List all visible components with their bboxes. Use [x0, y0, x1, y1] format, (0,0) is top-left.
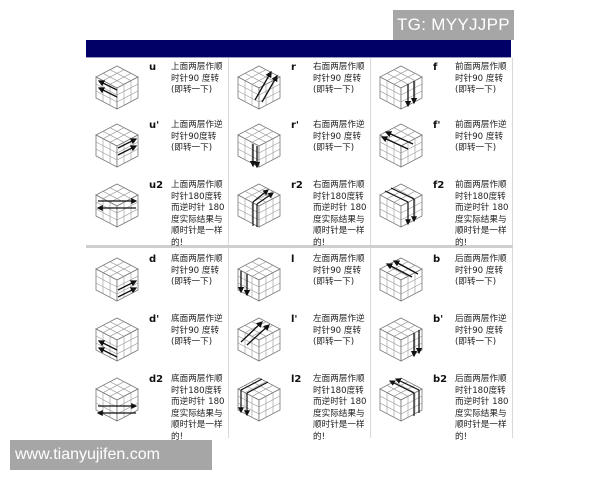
- cube-r-icon: [236, 64, 282, 110]
- cube-l2-icon: [236, 376, 282, 422]
- move-label: l': [291, 314, 298, 325]
- column-divider: [228, 58, 229, 438]
- move-description: 前面两层作顺时针180度转而逆时针 180度实际结果与顺时针是一样的!: [455, 180, 509, 248]
- cube-f2-icon: [378, 182, 424, 228]
- move-description: 右面两层作逆时针90 度转(即转一下): [313, 120, 365, 153]
- move-label: u: [149, 62, 157, 73]
- move-label: b: [433, 254, 441, 265]
- move-description: 上面两层作顺时针180度转而逆时针 180度实际结果与顺时针是一样的!: [171, 180, 225, 248]
- cube-d-prime-icon: [94, 316, 140, 362]
- move-label: b': [433, 314, 444, 325]
- move-description: 右面两层作顺时针180度转而逆时针 180度实际结果与顺时针是一样的!: [313, 180, 367, 248]
- move-description: 后面两层作顺时针180度转而逆时针 180度实际结果与顺时针是一样的!: [455, 374, 509, 442]
- cube-f-prime-icon: [378, 122, 424, 168]
- move-description: 后面两层作顺时针90 度转(即转一下): [455, 254, 507, 287]
- cube-r-prime-icon: [236, 122, 282, 168]
- move-description: 上面两层作顺时针90 度转(即转一下): [171, 62, 223, 95]
- cube-l-icon: [236, 256, 282, 302]
- header-bar: [86, 40, 511, 57]
- move-label: u2: [149, 180, 164, 191]
- cube-b-icon: [378, 256, 424, 302]
- cube-u-icon: [94, 64, 140, 110]
- move-description: 左面两层作顺时针180度转而逆时针 180度实际结果与顺时针是一样的!: [313, 374, 367, 442]
- move-label: l: [291, 254, 295, 265]
- cube-r2-icon: [236, 182, 282, 228]
- move-description: 右面两层作顺时针90 度转(即转一下): [313, 62, 365, 95]
- cube-b2-icon: [378, 376, 424, 422]
- move-label: f': [433, 120, 441, 131]
- move-label: b2: [433, 374, 448, 385]
- cube-f-icon: [378, 64, 424, 110]
- move-label: d2: [149, 374, 164, 385]
- move-label: u': [149, 120, 160, 131]
- watermark-top: TG: MYYJJPP: [393, 10, 514, 40]
- column-u-d: u 上面两层作顺时针90 度转(即转一下) u' 上面两层作逆时针90度转(即转…: [86, 58, 228, 442]
- move-notation-grid: [86, 58, 513, 438]
- move-label: r: [291, 62, 296, 73]
- cube-b-prime-icon: [378, 316, 424, 362]
- move-description: 底面两层作逆时针90 度转(即转一下): [171, 314, 223, 347]
- cube-u-prime-icon: [94, 122, 140, 168]
- column-divider: [512, 58, 513, 438]
- move-description: 左面两层作逆时针90 度转(即转一下): [313, 314, 365, 347]
- column-divider: [370, 58, 371, 438]
- move-description: 底面两层作顺时针180度转而逆时针 180度实际结果与顺时针是一样的!: [171, 374, 225, 442]
- move-label: d': [149, 314, 160, 325]
- cube-d2-icon: [94, 376, 140, 422]
- move-label: d: [149, 254, 157, 265]
- move-description: 前面两层作逆时针90 度转(即转一下): [455, 120, 507, 153]
- move-description: 上面两层作逆时针90度转(即转一下): [171, 120, 223, 153]
- move-description: 底面两层作顺时针90 度转(即转一下): [171, 254, 223, 287]
- move-label: l2: [291, 374, 302, 385]
- move-label: r': [291, 120, 299, 131]
- watermark-bottom: www.tianyujifen.com: [10, 440, 212, 470]
- move-description: 左面两层作顺时针90 度转(即转一下): [313, 254, 365, 287]
- column-r-l: r 右面两层作顺时针90 度转(即转一下) r' 右面两层作逆时针90 度转(即…: [228, 58, 370, 442]
- cube-u2-icon: [94, 182, 140, 228]
- cube-d-icon: [94, 256, 140, 302]
- header-divider: [86, 57, 511, 58]
- cube-l-prime-icon: [236, 316, 282, 362]
- move-label: f: [433, 62, 438, 73]
- row-divider: [86, 245, 513, 248]
- move-description: 前面两层作顺时针90 度转(即转一下): [455, 62, 507, 95]
- move-description: 后面两层作逆时针90 度转(即转一下): [455, 314, 507, 347]
- move-label: f2: [433, 180, 445, 191]
- move-label: r2: [291, 180, 303, 191]
- column-f-b: f 前面两层作顺时针90 度转(即转一下) f' 前面两层作逆时针90 度转(即…: [370, 58, 512, 442]
